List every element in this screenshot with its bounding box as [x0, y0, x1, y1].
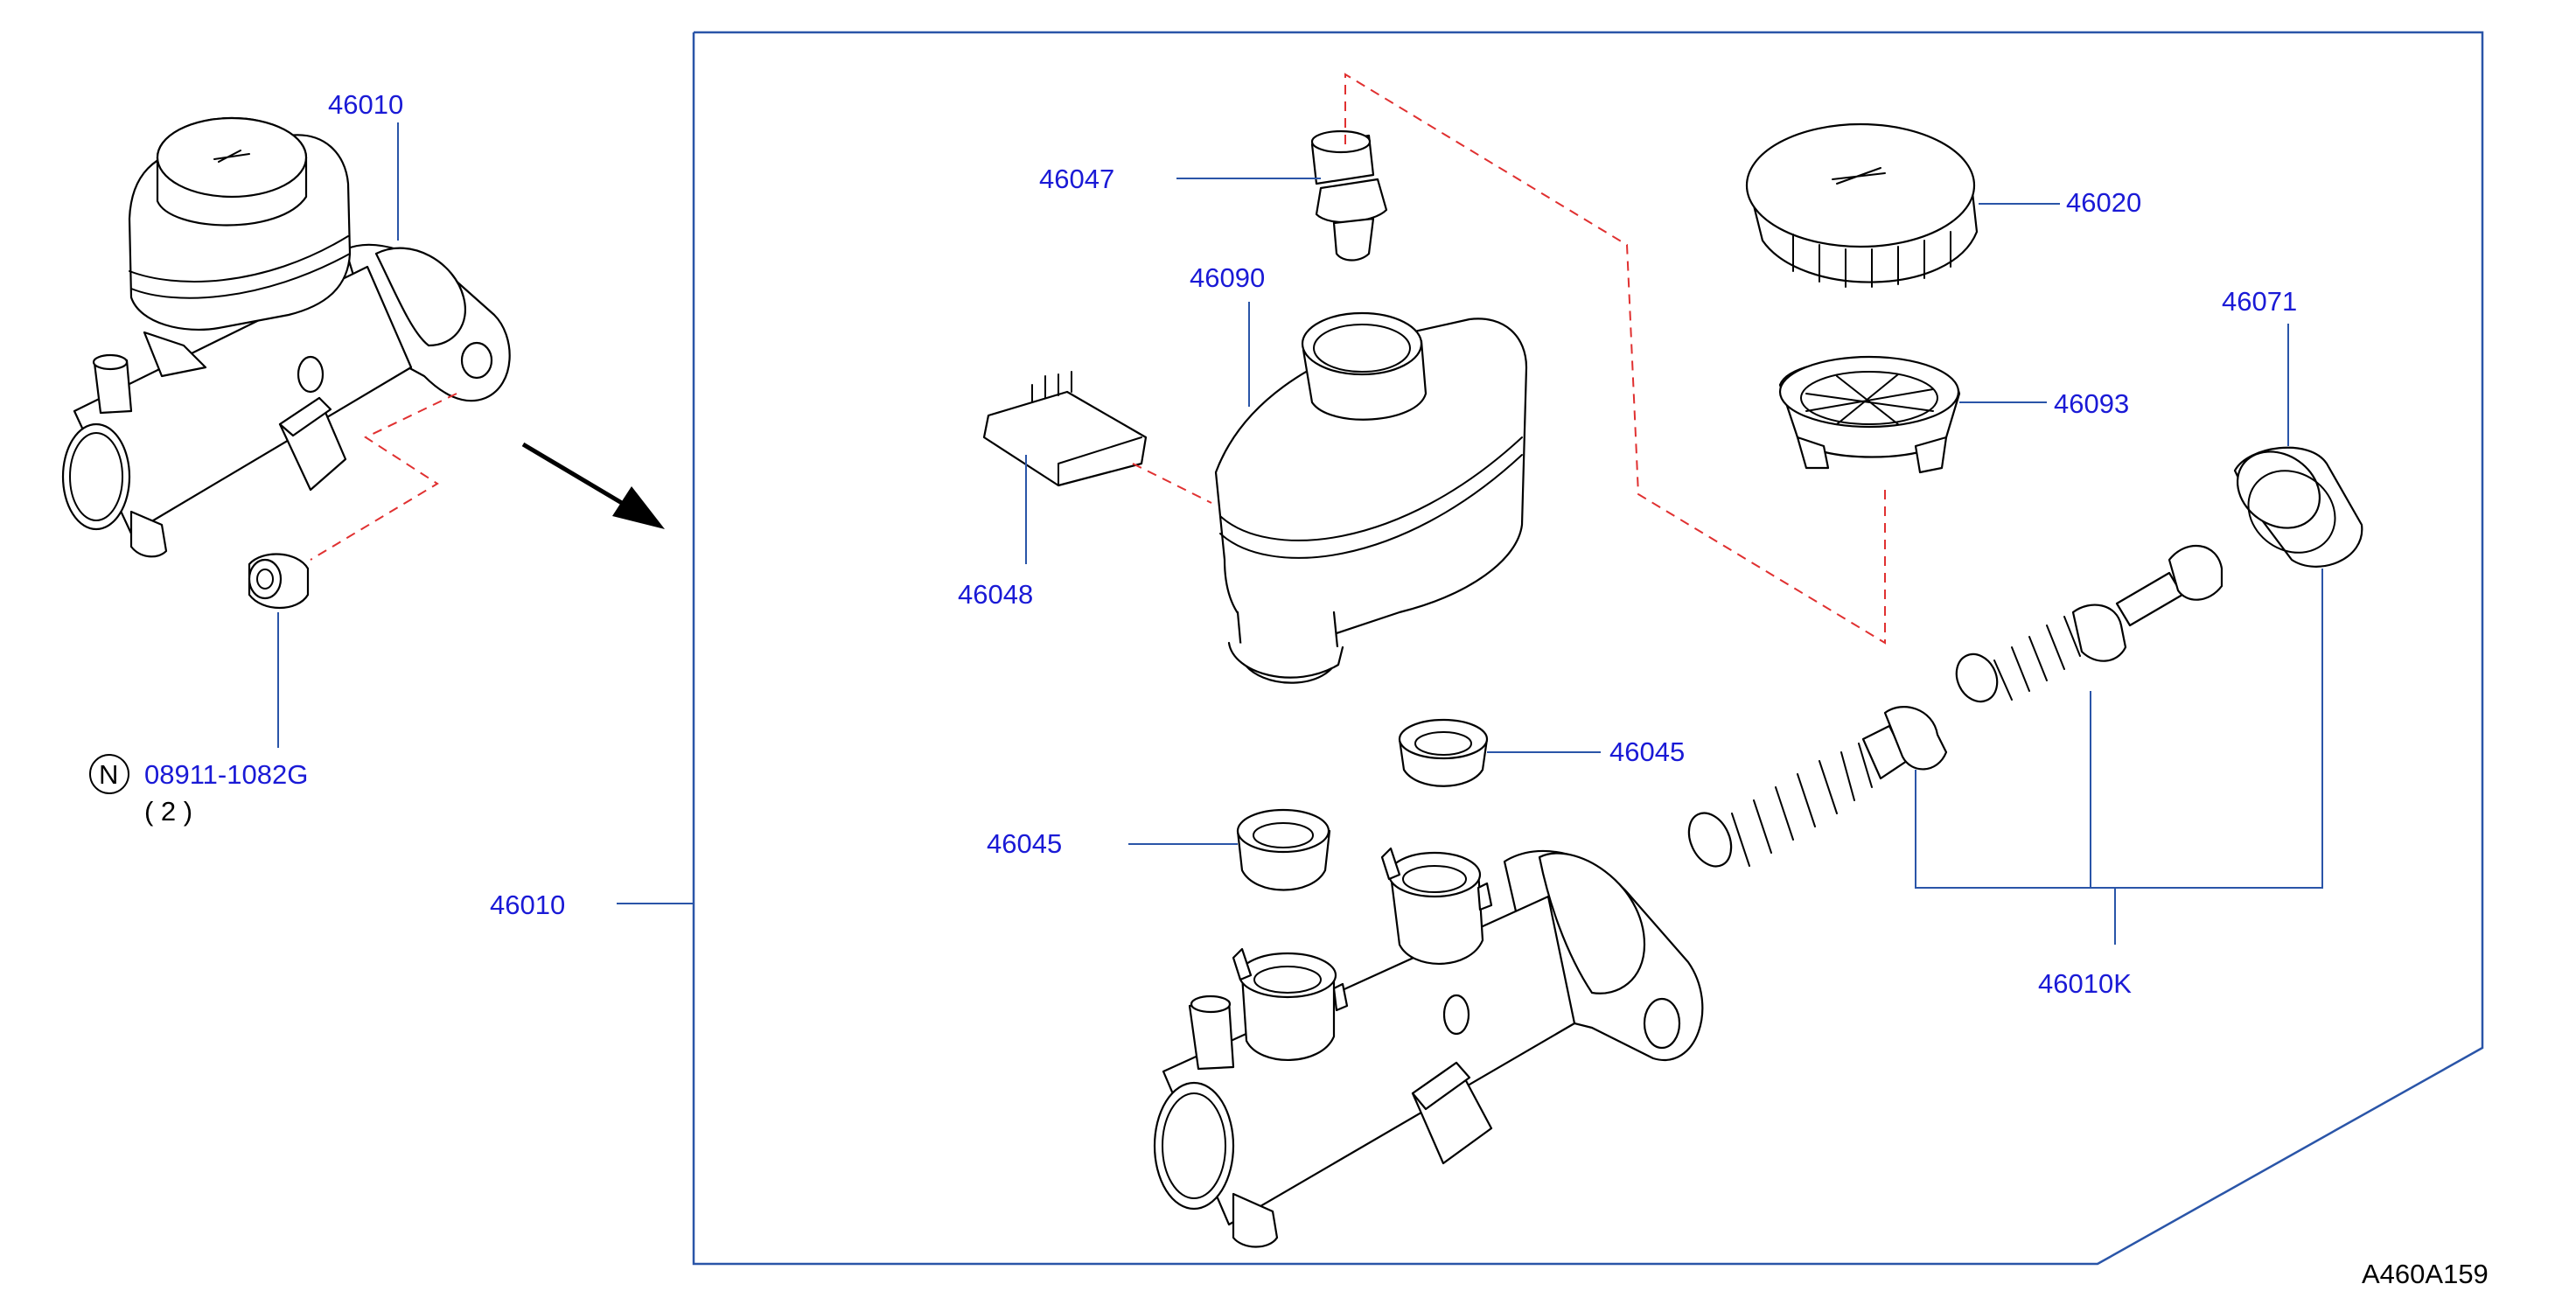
- label-46010-main[interactable]: 46010: [490, 890, 565, 920]
- ring-46071[interactable]: [2223, 436, 2363, 569]
- clip-dash-line: [1132, 463, 1212, 504]
- cap-46020[interactable]: [1745, 122, 1979, 288]
- plug-dash-line: [1344, 73, 1886, 645]
- label-46020[interactable]: 46020: [2066, 187, 2141, 218]
- nut-dash-line: [310, 393, 457, 561]
- spring-piston-primary[interactable]: [1949, 544, 2223, 708]
- label-46090[interactable]: 46090: [1190, 262, 1265, 293]
- leader-46010k-bracket: [1915, 569, 2323, 889]
- plug-46047[interactable]: [1310, 129, 1388, 262]
- drawing-code: A460A159: [2362, 1259, 2489, 1289]
- label-46047[interactable]: 46047: [1039, 164, 1114, 194]
- label-46045-lower[interactable]: 46045: [987, 828, 1062, 859]
- strainer-46093[interactable]: [1778, 355, 1961, 474]
- master-cylinder-body-46010[interactable]: [1153, 847, 1704, 1248]
- clip-46048[interactable]: [982, 371, 1148, 487]
- nut-code-badge: N: [89, 754, 129, 794]
- label-46010-small[interactable]: 46010: [328, 89, 403, 120]
- label-46045-upper[interactable]: 46045: [1609, 736, 1685, 767]
- label-46071[interactable]: 46071: [2222, 286, 2297, 317]
- label-nut-part[interactable]: 08911-1082G: [144, 759, 308, 790]
- nut-08911-1082g[interactable]: [248, 553, 310, 610]
- reservoir-46090[interactable]: [1214, 311, 1528, 684]
- label-46048[interactable]: 46048: [958, 579, 1033, 610]
- exploded-view-frame: [692, 31, 2484, 1266]
- spring-piston-secondary[interactable]: [1681, 706, 1948, 873]
- nut-badge-letter: N: [99, 759, 118, 790]
- seal-46045-upper[interactable]: [1398, 718, 1489, 787]
- direction-arrow: [521, 442, 665, 529]
- master-cylinder-assembly-small[interactable]: [61, 116, 511, 558]
- label-46010k[interactable]: 46010K: [2038, 968, 2132, 999]
- label-46093[interactable]: 46093: [2054, 388, 2129, 419]
- label-nut-qty: ( 2 ): [144, 796, 192, 827]
- seal-46045-lower[interactable]: [1236, 808, 1331, 891]
